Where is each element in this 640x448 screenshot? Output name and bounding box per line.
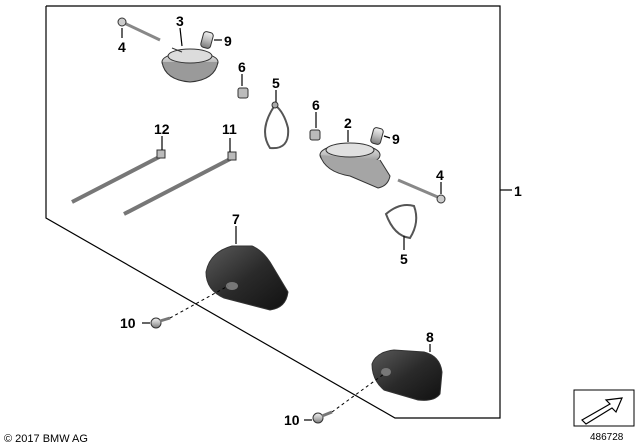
clip-part-5-upper	[264, 101, 290, 150]
callout-7: 7	[232, 211, 240, 227]
nut-part-6-upper	[237, 87, 249, 99]
copyright-text: © 2017 BMW AG	[4, 433, 88, 445]
callout-4a: 4	[118, 39, 126, 55]
bolt-part-4-lower	[397, 178, 446, 204]
cover-part-7	[205, 245, 289, 311]
assembly-frame	[45, 5, 501, 419]
dash-line-screw-10-upper	[169, 285, 229, 319]
callout-4b: 4	[436, 167, 444, 183]
callout-9b: 9	[392, 131, 400, 147]
screw-part-10-upper	[150, 316, 171, 329]
nut-part-6-middle	[309, 129, 321, 141]
screw-part-10-lower	[312, 410, 333, 424]
clamp-part-2	[319, 142, 391, 189]
callout-2: 2	[344, 115, 352, 131]
callout-6b: 6	[312, 97, 320, 113]
callout-10a: 10	[120, 315, 136, 331]
callout-11: 11	[222, 121, 237, 137]
callout-5b: 5	[400, 251, 408, 267]
leader-9b	[383, 135, 391, 139]
callout-9a: 9	[224, 33, 232, 49]
callout-8: 8	[426, 329, 434, 345]
document-number: 486728	[590, 432, 624, 443]
callout-10b: 10	[284, 412, 300, 428]
cable-tie-part-12	[71, 149, 166, 204]
callout-5a: 5	[272, 75, 280, 91]
orientation-arrow-icon	[573, 389, 635, 427]
clip-part-5-lower	[384, 204, 418, 240]
sleeve-part-9-upper	[200, 31, 214, 49]
bolt-part-4-upper	[117, 17, 161, 42]
callout-12: 12	[154, 121, 170, 137]
callout-3: 3	[176, 13, 184, 29]
cable-tie-part-11	[123, 151, 237, 216]
callout-1: 1	[514, 183, 522, 199]
clamp-part-3	[161, 47, 219, 83]
leader-3	[179, 27, 183, 47]
cover-part-8	[371, 349, 443, 401]
sleeve-part-9-middle	[370, 127, 384, 145]
callout-6a: 6	[238, 59, 246, 75]
dash-line-screw-10-lower	[331, 373, 385, 413]
